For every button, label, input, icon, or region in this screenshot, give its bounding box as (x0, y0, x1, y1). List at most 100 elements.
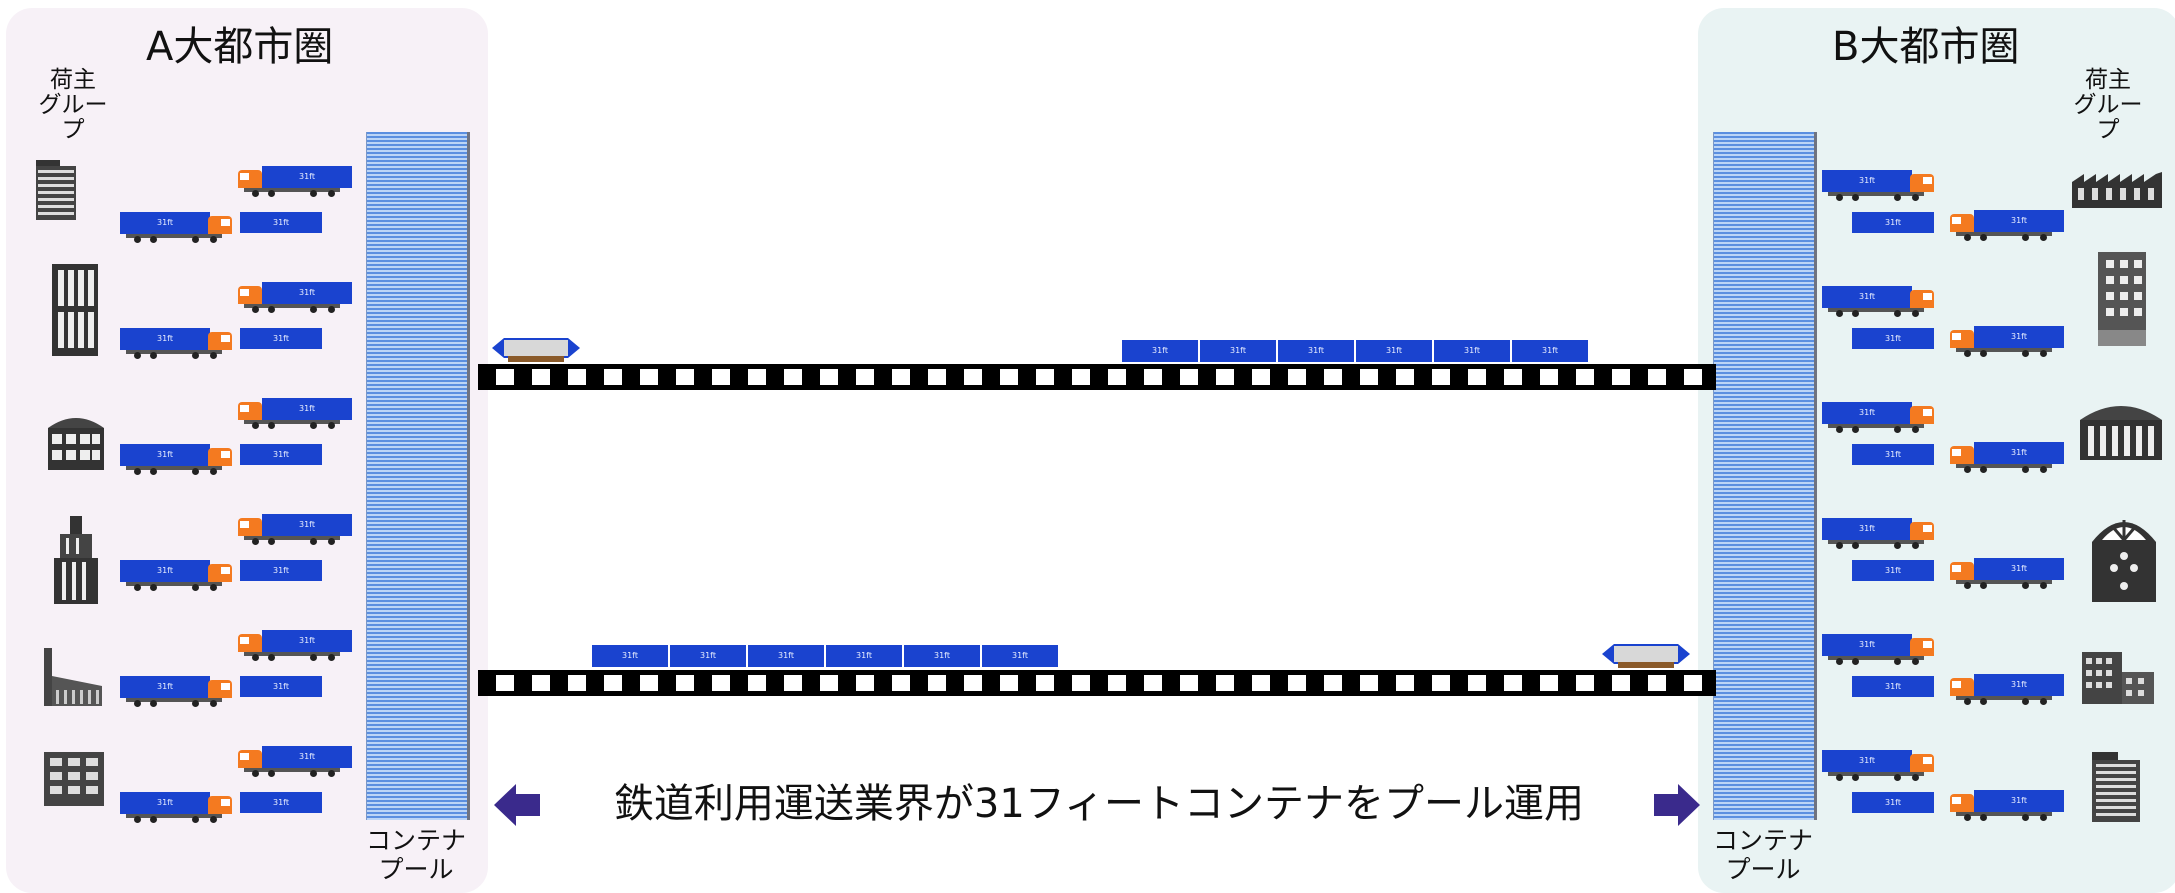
truck-container: 31ft (120, 676, 210, 698)
truck-cab (1910, 406, 1934, 424)
truck-wheel (1894, 310, 1901, 317)
truck-wheel (2022, 698, 2029, 705)
truck-wheel (2040, 582, 2047, 589)
container-31ft: 31ft (240, 676, 322, 697)
truck-wheel (1964, 466, 1971, 473)
truck-chassis (126, 234, 222, 238)
truck-chassis (1828, 308, 1924, 312)
truck-wheel (150, 352, 157, 359)
container-truck: 31ft (238, 282, 352, 313)
truck-wheel (150, 816, 157, 823)
container-truck: 31ft (120, 676, 234, 707)
container-truck: 31ft (120, 792, 234, 823)
truck-cab (1950, 678, 1974, 696)
truck-chassis (126, 814, 222, 818)
truck-wheel (1980, 350, 1987, 357)
truck-wheel (134, 352, 141, 359)
truck-container: 31ft (120, 792, 210, 814)
truck-wheel (2040, 814, 2047, 821)
truck-chassis (1956, 696, 2052, 700)
container-31ft: 31ft (240, 328, 322, 349)
truck-chassis (1956, 580, 2052, 584)
container-truck: 31ft (1950, 558, 2064, 589)
truck-chassis (1828, 192, 1924, 196)
truck-cab (1950, 794, 1974, 812)
truck-container: 31ft (1822, 750, 1912, 772)
truck-wheel (192, 584, 199, 591)
truck-wheel (1852, 426, 1859, 433)
truck-wheel (210, 236, 217, 243)
truck-wheel (1836, 426, 1843, 433)
region-a-pool-label: コンテナ プール (365, 826, 466, 884)
truck-wheel (268, 654, 275, 661)
train-container: 31ft (592, 645, 670, 667)
truck-container: 31ft (262, 398, 352, 420)
truck-container: 31ft (262, 282, 352, 304)
truck-cab (1910, 290, 1934, 308)
truck-wheel (2040, 234, 2047, 241)
train-container: 31ft (1278, 340, 1356, 362)
truck-chassis (1828, 424, 1924, 428)
truck-cab (1910, 174, 1934, 192)
truck-wheel (150, 468, 157, 475)
truck-chassis (244, 420, 340, 424)
truck-wheel (1980, 234, 1987, 241)
train-container: 31ft (826, 645, 904, 667)
container-31ft: 31ft (1852, 328, 1934, 349)
container-truck: 31ft (1822, 750, 1936, 781)
tall-building-icon (52, 264, 98, 356)
truck-chassis (126, 466, 222, 470)
train-container: 31ft (670, 645, 748, 667)
container-truck: 31ft (1950, 790, 2064, 821)
region-b-title: B大都市圏 (1832, 24, 2020, 70)
truck-wheel (268, 538, 275, 545)
truck-wheel (1852, 194, 1859, 201)
train-container: 31ft (904, 645, 982, 667)
container-truck: 31ft (238, 514, 352, 545)
locomotive-upper (492, 338, 580, 362)
truck-cab (1950, 330, 1974, 348)
train-container: 31ft (1512, 340, 1590, 362)
truck-wheel (134, 816, 141, 823)
truck-container: 31ft (1822, 402, 1912, 424)
container-31ft: 31ft (1852, 444, 1934, 465)
truck-wheel (2022, 582, 2029, 589)
truck-wheel (210, 468, 217, 475)
truck-wheel (1894, 658, 1901, 665)
banner-text: 鉄道利用運送業界が31フィートコンテナをプール運用 (613, 781, 1585, 827)
truck-wheel (1912, 426, 1919, 433)
truck-wheel (268, 770, 275, 777)
truck-wheel (2022, 350, 2029, 357)
truck-cab (1910, 522, 1934, 540)
truck-container: 31ft (1974, 210, 2064, 232)
container-truck: 31ft (1822, 402, 1936, 433)
truck-wheel (1836, 658, 1843, 665)
truck-wheel (1894, 194, 1901, 201)
truck-wheel (210, 816, 217, 823)
truck-cab (208, 680, 232, 698)
container-31ft: 31ft (1852, 560, 1934, 581)
railway-track-upper (478, 364, 1716, 390)
truck-wheel (1980, 466, 1987, 473)
container-truck: 31ft (238, 630, 352, 661)
truck-wheel (1912, 310, 1919, 317)
truck-wheel (1852, 774, 1859, 781)
truck-wheel (252, 306, 259, 313)
truck-container: 31ft (120, 560, 210, 582)
truck-wheel (134, 468, 141, 475)
truck-cab (1950, 562, 1974, 580)
truck-wheel (310, 190, 317, 197)
truck-container: 31ft (1822, 518, 1912, 540)
truck-container: 31ft (120, 328, 210, 350)
truck-wheel (1964, 582, 1971, 589)
truck-wheel (310, 538, 317, 545)
truck-chassis (244, 768, 340, 772)
truck-wheel (134, 236, 141, 243)
truck-chassis (244, 652, 340, 656)
truck-cab (1950, 446, 1974, 464)
container-truck: 31ft (1950, 674, 2064, 705)
truck-cab (238, 750, 262, 768)
truck-container: 31ft (1822, 634, 1912, 656)
truck-wheel (1912, 542, 1919, 549)
truck-wheel (1894, 774, 1901, 781)
